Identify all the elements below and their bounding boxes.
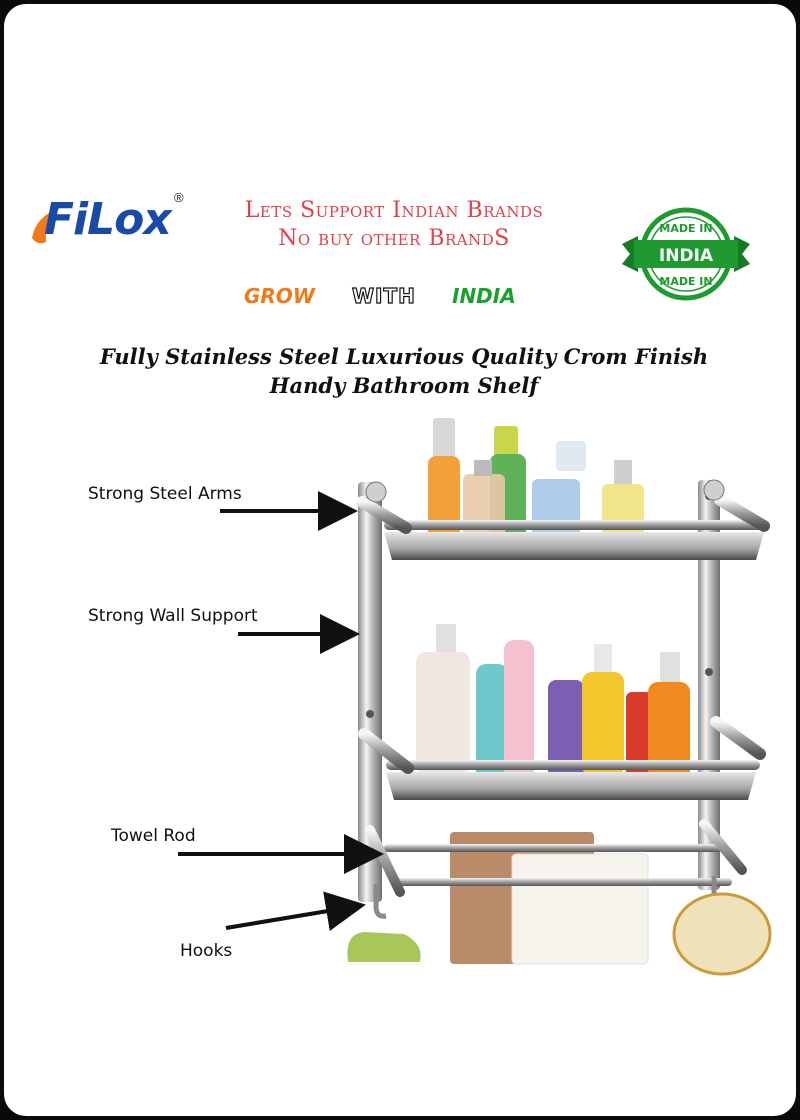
callout-strong-steel-arms: Strong Steel Arms xyxy=(88,484,242,504)
callout-towel-rod: Towel Rod xyxy=(111,826,196,846)
towel-rod-with-towels xyxy=(365,819,747,965)
slogan-line-1: Lets Support Indian Brands xyxy=(244,198,544,223)
tagline-india: INDIA xyxy=(452,284,516,308)
brand-name: FiLox xyxy=(44,194,172,245)
tagline-with: WITH xyxy=(351,283,416,308)
hooks-with-items xyxy=(347,876,772,976)
callout-arrows xyxy=(178,491,384,931)
middle-shelf-tray xyxy=(358,716,766,800)
logo-swoosh-icon xyxy=(32,208,60,244)
callout-hooks: Hooks xyxy=(180,941,233,961)
slogan-line-2: No buy other BrandS xyxy=(278,226,510,251)
middle-shelf-bottles xyxy=(416,624,690,784)
callout-strong-wall-support: Strong Wall Support xyxy=(88,606,258,626)
product-title-line-1: Fully Stainless Steel Luxurious Quality … xyxy=(99,344,709,369)
top-shelf-tray xyxy=(356,479,770,560)
product-title-line-2: Handy Bathroom Shelf xyxy=(269,373,539,398)
made-in-india-badge-icon: INDIA MADE IN MADE IN xyxy=(622,207,750,301)
registered-mark: ® xyxy=(174,190,184,205)
badge-top-text: MADE IN xyxy=(659,222,712,235)
grow-with-india-tagline: GROW WITH INDIA xyxy=(234,283,564,314)
badge-bottom-text: MADE IN xyxy=(659,275,712,288)
bathroom-shelf-illustration xyxy=(178,418,772,976)
brand-logo: FiLox ® xyxy=(26,186,196,256)
product-card: FiLox ® Lets Support Indian Brands No bu… xyxy=(4,4,796,1116)
badge-ribbon-text: INDIA xyxy=(659,246,714,266)
tagline-grow: GROW xyxy=(244,284,315,308)
